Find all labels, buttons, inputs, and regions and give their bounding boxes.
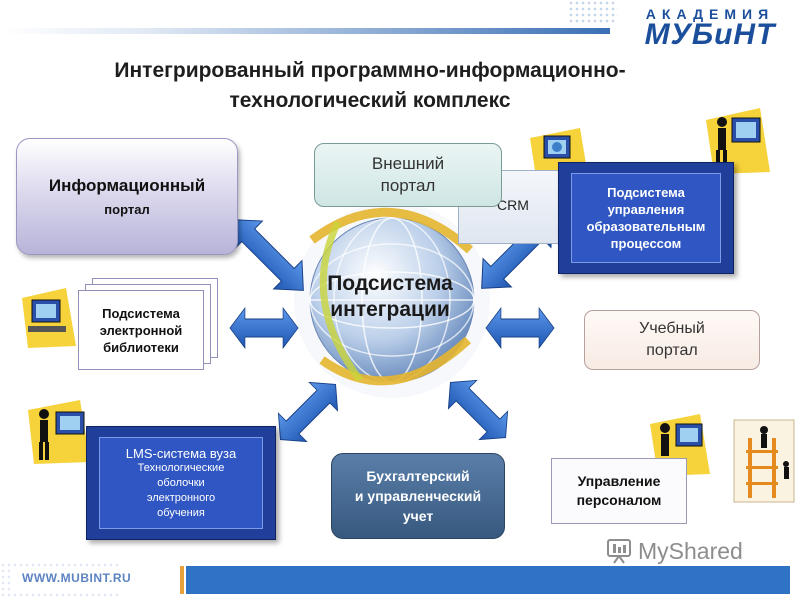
footer-bar [186, 566, 790, 594]
library-box: Подсистема электронной библиотеки [78, 278, 218, 370]
library-line-2: электронной [99, 322, 183, 338]
footer-url-link[interactable]: WWW.MUBINT.RU [22, 571, 132, 585]
lms-inner: LMS-система вуза Технологические оболочк… [99, 437, 263, 529]
footer-left-panel [10, 568, 174, 592]
integration-line-2: интеграции [330, 298, 450, 321]
edu-process-line-3: образовательным [586, 219, 706, 234]
title-line-1: Интегрированный программно-информационно… [114, 59, 626, 82]
header-gradient-line [0, 28, 610, 34]
lms-line-1: Технологические [137, 461, 225, 474]
globe-icon [294, 202, 490, 398]
footer-accent-tick [180, 566, 184, 594]
lms-line-3: электронного [146, 491, 216, 504]
hr-line-2: персоналом [576, 492, 662, 508]
arrow-accounting [435, 367, 521, 453]
library-line-3: библиотеки [103, 339, 179, 355]
accounting-line-3: учет [402, 508, 434, 524]
study-portal-box: Учебный портал [584, 310, 760, 370]
watermark-text: MyShared [638, 538, 743, 564]
info-portal-line-1: Информационный [48, 176, 206, 195]
logo-mubint: МУБиНТ [644, 18, 776, 51]
construction-scaffold-icon [733, 419, 795, 503]
edu-process-inner: Подсистема управления образовательным пр… [571, 173, 721, 263]
hr-line-1: Управление [577, 473, 661, 489]
edu-process-line-4: процессом [610, 236, 682, 251]
header-dots-decoration [568, 0, 618, 24]
logo-academy-text: АКАДЕМИЯ [645, 6, 775, 22]
external-portal-line-2: портал [380, 176, 436, 195]
person-at-computer-icon [22, 288, 76, 348]
page-title: Интегрированный программно-информационно… [30, 56, 710, 116]
myshared-logo-icon [607, 539, 631, 564]
accounting-line-1: Бухгалтерский [366, 468, 470, 484]
title-line-2: технологический комплекс [229, 89, 511, 112]
edu-process-line-2: управления [607, 202, 685, 217]
library-line-1: Подсистема [102, 305, 180, 321]
lms-line-2: оболочки [157, 476, 205, 489]
arrow-library [229, 307, 299, 349]
accounting-box: Бухгалтерский и управленческий учет [331, 453, 505, 539]
hr-box: Управление персоналом [551, 458, 687, 524]
external-portal-line-1: Внешний [371, 154, 445, 173]
lms-title: LMS-система вуза [125, 445, 237, 461]
integration-line-1: Подсистема [327, 272, 453, 295]
arrow-study-portal [485, 307, 555, 349]
info-portal-box: Информационный портал [16, 138, 238, 255]
lms-line-4: обучения [157, 506, 205, 519]
person-at-computer-icon [706, 108, 770, 174]
integration-subsystem-label: Подсистема интеграции [300, 271, 480, 323]
arrow-lms [265, 369, 351, 455]
accounting-line-2: и управленческий [354, 488, 482, 504]
external-portal-box: Внешний портал [314, 143, 502, 207]
person-at-computer-icon [28, 400, 90, 464]
lms-box: LMS-система вуза Технологические оболочк… [86, 426, 276, 540]
library-page-front: Подсистема электронной библиотеки [78, 290, 204, 370]
info-portal-line-2: портал [104, 202, 150, 217]
study-portal-line-2: портал [646, 342, 698, 359]
edu-process-line-1: Подсистема [607, 185, 685, 200]
edu-process-box: Подсистема управления образовательным пр… [558, 162, 734, 274]
study-portal-line-1: Учебный [639, 320, 705, 337]
